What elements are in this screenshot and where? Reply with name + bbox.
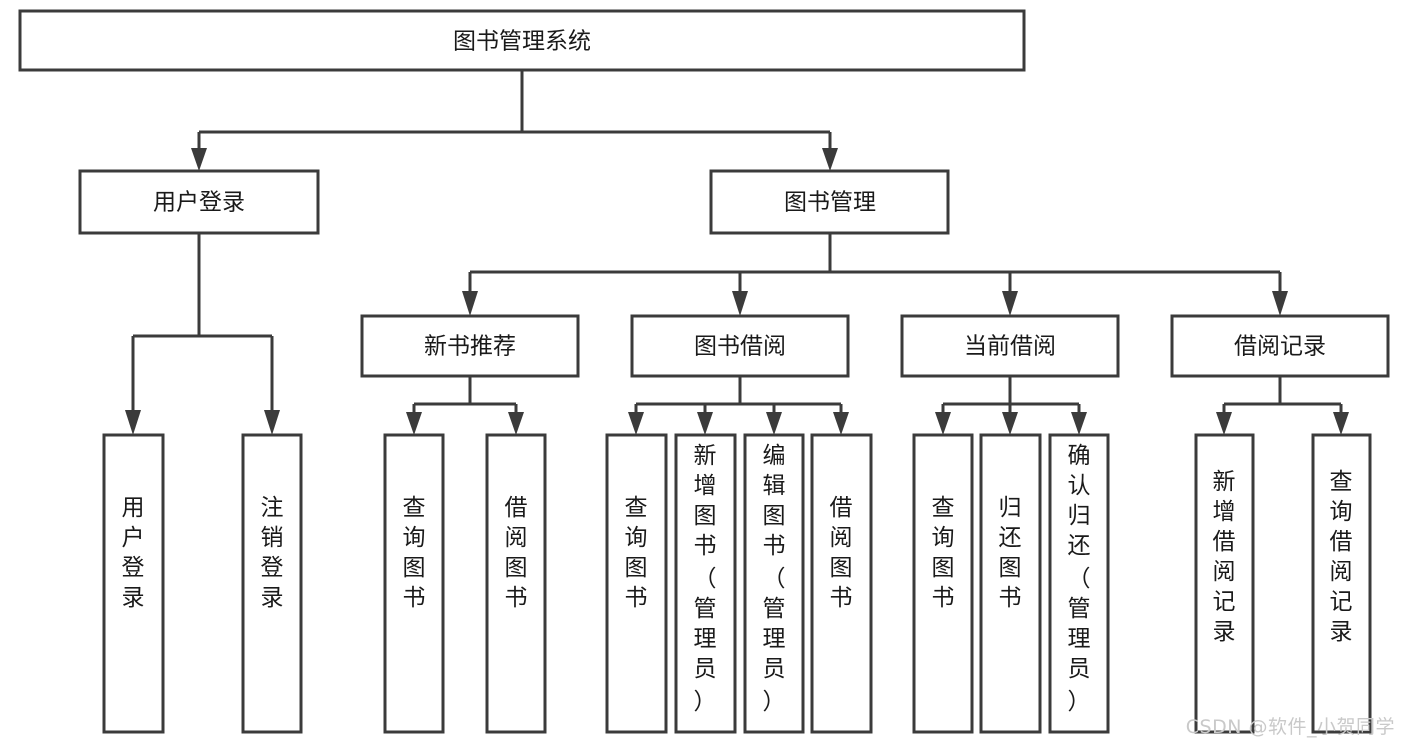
node-leaf-query-record-label: 查询借阅记录 [1330, 469, 1353, 645]
node-leaf-return-book-label: 归还图书 [999, 495, 1022, 611]
arrow-head-icon [462, 291, 478, 316]
node-leaf-borrow-book-2[interactable]: 借阅图书 [810, 433, 873, 734]
node-leaf-confirm-return-box[interactable] [1048, 433, 1110, 734]
node-leaf-add-book-box[interactable] [674, 433, 737, 734]
arrow-head-icon [935, 412, 951, 435]
node-user-login-label: 用户登录 [153, 190, 245, 216]
node-leaf-edit-book[interactable]: 编辑图书（管理员） [743, 433, 805, 734]
arrow-head-icon [697, 412, 713, 435]
node-book-borrow[interactable]: 图书借阅 [630, 314, 850, 378]
arrow-head-icon [1272, 291, 1288, 316]
node-leaf-borrow-book-1-box[interactable] [485, 433, 547, 734]
node-leaf-user-login[interactable]: 用户登录 [102, 433, 165, 734]
arrow-head-icon [628, 412, 644, 435]
node-book-manage[interactable]: 图书管理 [709, 169, 950, 235]
arrow-head-icon [822, 148, 838, 171]
node-book-manage-label: 图书管理 [784, 190, 876, 216]
node-leaf-user-logout[interactable]: 注销登录 [241, 433, 303, 734]
node-leaf-add-book-label: 新增图书（管理员） [694, 443, 717, 715]
node-leaf-query-book-2[interactable]: 查询图书 [605, 433, 668, 734]
arrow-head-icon [406, 412, 422, 435]
node-leaf-user-login-box[interactable] [102, 433, 165, 734]
node-leaf-edit-book-label: 编辑图书（管理员） [763, 443, 786, 715]
node-leaf-query-book-1-box[interactable] [383, 433, 445, 734]
arrow-head-icon [833, 412, 849, 435]
arrow-head-icon [732, 291, 748, 316]
node-leaf-query-book-2-label: 查询图书 [625, 495, 648, 611]
node-leaf-confirm-return[interactable]: 确认归还（管理员） [1048, 433, 1110, 734]
node-leaf-query-book-1[interactable]: 查询图书 [383, 433, 445, 734]
arrow-head-icon [264, 410, 280, 435]
node-leaf-borrow-book-2-box[interactable] [810, 433, 873, 734]
arrow-head-icon [766, 412, 782, 435]
node-user-login[interactable]: 用户登录 [78, 169, 320, 235]
node-borrow-record-box[interactable] [1170, 314, 1390, 378]
node-book-borrow-box[interactable] [630, 314, 850, 378]
arrow-head-icon [1333, 412, 1349, 435]
arrow-head-icon [125, 410, 141, 435]
node-root-box[interactable] [18, 9, 1026, 72]
node-book-borrow-label: 图书借阅 [694, 334, 786, 360]
node-leaf-return-book-box[interactable] [979, 433, 1042, 734]
node-leaf-borrow-book-1[interactable]: 借阅图书 [485, 433, 547, 734]
arrow-head-icon [1071, 412, 1087, 435]
arrow-head-icon [1216, 412, 1232, 435]
node-leaf-query-record-box[interactable] [1311, 433, 1372, 734]
arrow-head-icon [1002, 291, 1018, 316]
node-leaf-add-book[interactable]: 新增图书（管理员） [674, 433, 737, 734]
node-root[interactable]: 图书管理系统 [18, 9, 1026, 72]
node-new-book-rec-box[interactable] [360, 314, 580, 378]
node-leaf-edit-book-box[interactable] [743, 433, 805, 734]
node-leaf-query-book-1-label: 查询图书 [403, 495, 426, 611]
node-user-login-box[interactable] [78, 169, 320, 235]
node-leaf-return-book[interactable]: 归还图书 [979, 433, 1042, 734]
node-leaf-borrow-book-2-label: 借阅图书 [830, 495, 853, 611]
leaf-nodes: 用户登录 注销登录 查询图书 借阅图书 查询图书 新增图书（管理员） [102, 433, 1372, 734]
node-borrow-record[interactable]: 借阅记录 [1170, 314, 1390, 378]
node-current-borrow-box[interactable] [900, 314, 1120, 378]
node-leaf-query-book-3[interactable]: 查询图书 [912, 433, 974, 734]
node-leaf-user-logout-box[interactable] [241, 433, 303, 734]
node-new-book-rec-label: 新书推荐 [424, 334, 516, 360]
node-leaf-confirm-return-label: 确认归还（管理员） [1068, 443, 1091, 715]
node-leaf-query-book-3-label: 查询图书 [932, 495, 955, 611]
node-leaf-borrow-book-1-label: 借阅图书 [505, 495, 528, 611]
node-borrow-record-label: 借阅记录 [1234, 334, 1326, 360]
arrow-head-icon [1002, 412, 1018, 435]
connectors [125, 70, 1349, 435]
node-leaf-query-book-2-box[interactable] [605, 433, 668, 734]
arrow-head-icon [191, 148, 207, 171]
node-leaf-user-logout-label: 注销登录 [261, 495, 284, 611]
node-current-borrow-label: 当前借阅 [964, 334, 1056, 360]
node-leaf-add-record-label: 新增借阅记录 [1213, 469, 1236, 645]
node-leaf-user-login-label: 用户登录 [122, 495, 145, 611]
node-leaf-add-record-box[interactable] [1194, 433, 1255, 734]
node-root-label: 图书管理系统 [453, 29, 591, 55]
arrow-head-icon [508, 412, 524, 435]
node-leaf-query-record[interactable]: 查询借阅记录 [1311, 433, 1372, 734]
node-leaf-add-record[interactable]: 新增借阅记录 [1194, 433, 1255, 734]
node-book-manage-box[interactable] [709, 169, 950, 235]
node-new-book-rec[interactable]: 新书推荐 [360, 314, 580, 378]
node-current-borrow[interactable]: 当前借阅 [900, 314, 1120, 378]
node-leaf-query-book-3-box[interactable] [912, 433, 974, 734]
